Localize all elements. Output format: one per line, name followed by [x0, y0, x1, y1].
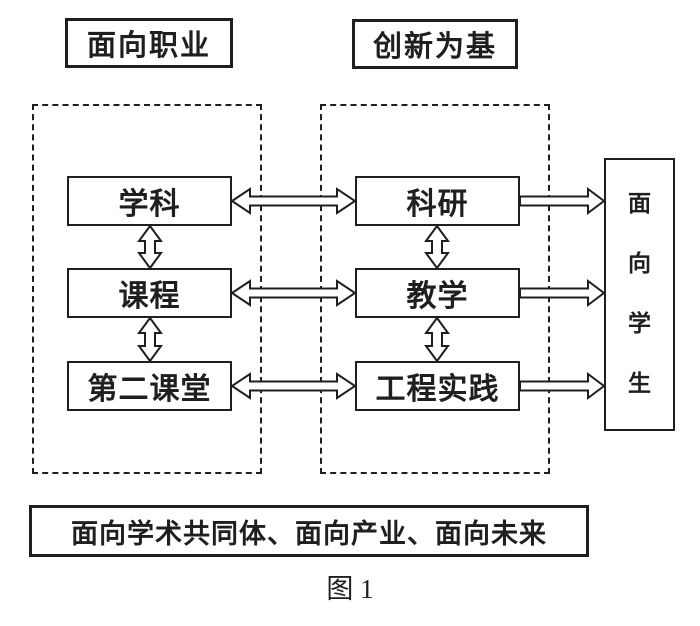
arrow-practice-students — [519, 372, 606, 400]
node-engineering-practice-text: 工程实践 — [375, 373, 500, 406]
bottom-banner-text: 面向学术共同体、面向产业、面向未来 — [71, 518, 547, 549]
arrow-research-students — [519, 187, 606, 215]
bottom-banner: 面向学术共同体、面向产业、面向未来 — [29, 505, 589, 557]
arrow-teaching-practice — [424, 316, 450, 363]
arrow-secondclassroom-practice — [230, 372, 357, 400]
node-teaching-text: 教学 — [406, 280, 469, 313]
node-second-classroom-text: 第二课堂 — [87, 373, 212, 406]
node-teaching: 教学 — [355, 268, 520, 318]
top-label-innovation-text: 创新为基 — [372, 31, 497, 63]
node-curriculum-text: 课程 — [118, 280, 181, 313]
arrow-research-teaching — [424, 224, 450, 270]
node-research: 科研 — [355, 176, 520, 226]
arrow-discipline-curriculum — [137, 224, 163, 270]
node-discipline-text: 学科 — [118, 188, 181, 221]
facing-students-box: 面 向 学 生 — [604, 158, 675, 431]
arrow-discipline-research — [230, 187, 357, 215]
top-label-innovation: 创新为基 — [352, 19, 518, 69]
arrow-curriculum-teaching — [230, 279, 357, 307]
node-research-text: 科研 — [406, 188, 469, 221]
node-second-classroom: 第二课堂 — [67, 361, 232, 411]
arrow-curriculum-secondclassroom — [137, 316, 163, 363]
node-discipline: 学科 — [67, 176, 232, 226]
facing-students-char-4: 生 — [628, 370, 651, 396]
top-label-career-text: 面向职业 — [86, 30, 211, 62]
top-label-career: 面向职业 — [65, 18, 233, 68]
facing-students-char-1: 面 — [628, 190, 651, 216]
facing-students-char-3: 学 — [628, 310, 651, 336]
node-engineering-practice: 工程实践 — [355, 361, 520, 411]
arrow-teaching-students — [519, 279, 606, 307]
figure-caption: 图 1 — [326, 574, 374, 604]
facing-students-char-2: 向 — [628, 250, 651, 276]
node-curriculum: 课程 — [67, 268, 232, 318]
